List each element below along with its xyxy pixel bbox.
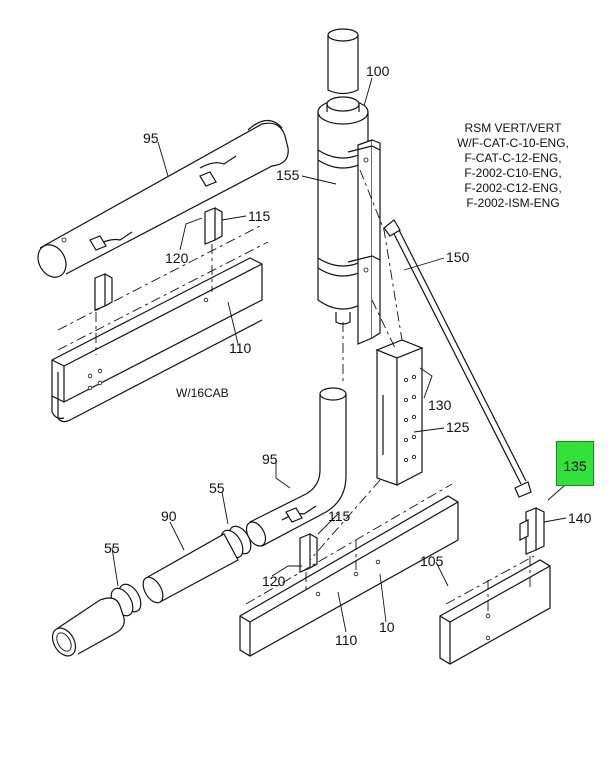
stack-pipe-top [327, 28, 359, 95]
part-label-10: 10 [379, 619, 395, 635]
part-label-95-top: 95 [143, 130, 159, 146]
part-label-155: 155 [276, 167, 300, 183]
frame-rail-105 [439, 559, 551, 665]
note-line: F-2002-ISM-ENG [466, 196, 560, 210]
part-label-55-mid: 55 [209, 480, 225, 496]
part-label-135: 135 [563, 458, 587, 474]
pipe-90 [142, 533, 239, 604]
frame-rail-110-bottom [239, 495, 459, 657]
note-line: W/F-CAT-C-10-ENG, [457, 136, 569, 150]
note-line: F-2002-C10-ENG, [464, 166, 562, 180]
part-label-110-bot: 110 [335, 632, 358, 648]
note-line: F-CAT-C-12-ENG, [464, 151, 562, 165]
part-label-90: 90 [161, 508, 177, 524]
part-label-140: 140 [568, 510, 592, 526]
part-label-130: 130 [428, 397, 452, 413]
mount-channel-125 [375, 339, 424, 486]
part-label-125: 125 [446, 419, 470, 435]
flex-tube [51, 597, 125, 657]
part-label-55-left: 55 [104, 540, 120, 556]
part-label-150: 150 [446, 249, 470, 265]
bracket-140 [519, 507, 545, 555]
frame-rail-110-top [51, 257, 263, 423]
applicability-note: RSM VERT/VERT W/F-CAT-C-10-ENG, F-CAT-C-… [446, 121, 580, 211]
part-label-95-mid: 95 [262, 451, 278, 467]
part-label-120-bot: 120 [262, 573, 286, 589]
elbow-pipe-95 [245, 387, 347, 547]
part-label-115-bot: 115 [328, 508, 351, 524]
part-label-100: 100 [366, 63, 390, 79]
upper-brackets [94, 207, 223, 311]
cab-note: W/16CAB [176, 386, 229, 400]
part-label-120-top: 120 [165, 250, 189, 266]
brace-rod-150 [383, 219, 532, 498]
leader-lines [111, 77, 567, 633]
horizontal-muffler-95 [37, 119, 289, 278]
part-label-110-top: 110 [229, 340, 252, 356]
highlighted-part-135[interactable]: 135 [556, 441, 594, 486]
note-line: RSM VERT/VERT [464, 121, 562, 135]
part-label-115-top: 115 [248, 208, 271, 224]
clamp-55-mid [220, 525, 252, 559]
part-label-105: 105 [420, 553, 444, 569]
note-line: F-2002-C12-ENG, [464, 181, 562, 195]
lower-brackets [299, 533, 318, 573]
